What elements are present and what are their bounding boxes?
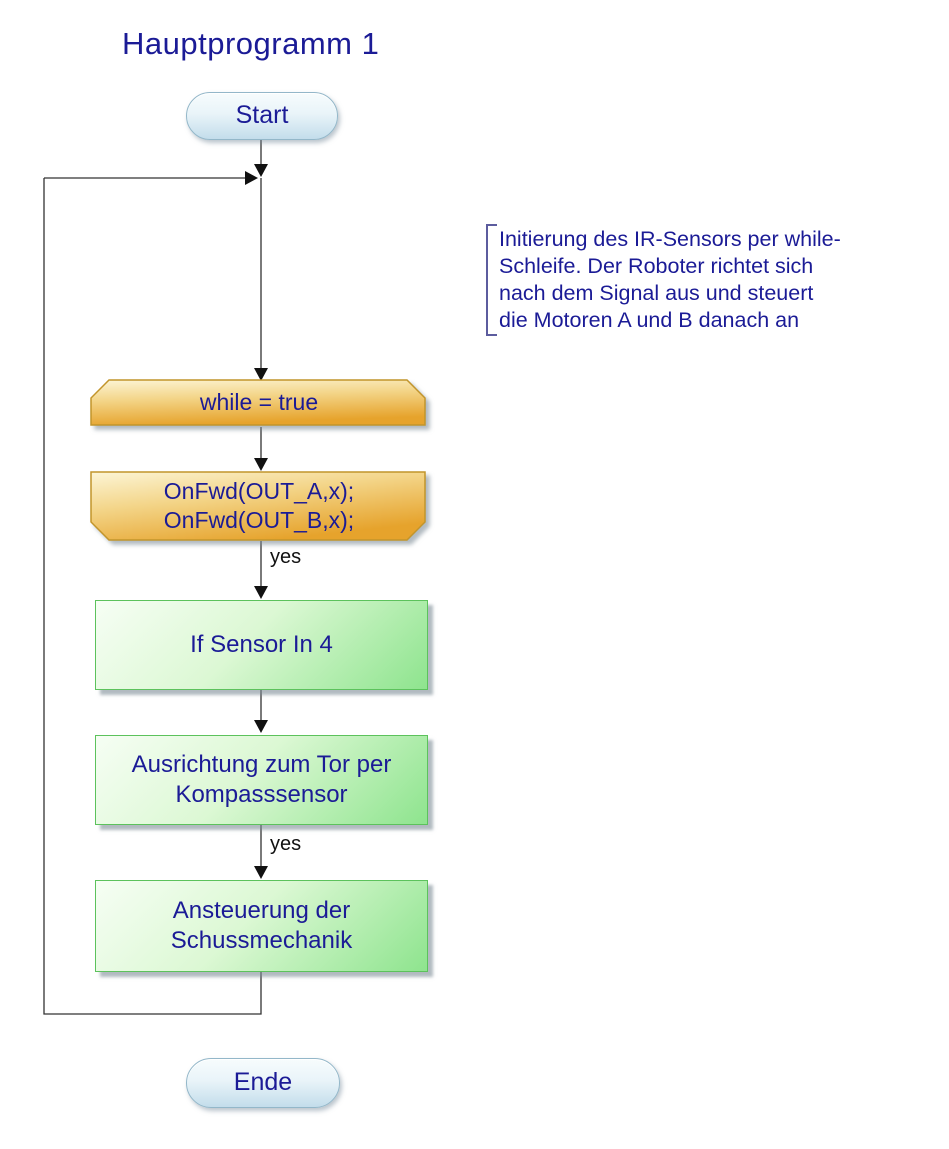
if-sensor-label: If Sensor In 4 [190, 631, 333, 658]
annotation-bracket [486, 224, 497, 336]
annotation-line-4: die Motoren A und B danach an [499, 308, 800, 332]
edge-label-yes-1: yes [270, 546, 302, 568]
end-node: Ende [186, 1058, 340, 1108]
start-node: Start [186, 92, 338, 140]
start-label: Start [235, 101, 289, 129]
arrowhead-right-junction [245, 171, 258, 185]
annotation-line-2: Schleife. Der Roboter richtet sich [499, 254, 814, 278]
while-loop-label: while = true [199, 389, 319, 415]
while-loop-node: while = true [91, 380, 427, 425]
ausrichtung-line1: Ausrichtung zum Tor per [131, 751, 392, 778]
arrowhead-down-onfwd [254, 458, 268, 471]
arrowhead-down-while [254, 368, 268, 381]
onfwd-node: OnFwd(OUT_A,x); OnFwd(OUT_B,x); [91, 472, 427, 540]
page-title: Hauptprogramm 1 [122, 26, 380, 61]
ansteuerung-node: Ansteuerung der Schussmechanik [95, 880, 428, 972]
arrowhead-down-junction [254, 164, 268, 177]
annotation-line-3: nach dem Signal aus und steuert [499, 281, 814, 305]
while-loop-node-shape [90, 379, 426, 426]
ansteuerung-line1: Ansteuerung der [172, 897, 351, 924]
arrowhead-down-ausrichtung [254, 720, 268, 733]
if-sensor-node: If Sensor In 4 [95, 600, 428, 690]
edge-label-yes-2: yes [270, 833, 302, 855]
onfwd-line2: OnFwd(OUT_B,x); [163, 507, 355, 533]
onfwd-line1: OnFwd(OUT_A,x); [163, 478, 355, 504]
annotation-line-1: Initierung des IR-Sensors per while- [499, 227, 841, 251]
ansteuerung-line2: Schussmechanik [170, 927, 353, 954]
loop-end-polygon [90, 471, 426, 541]
edge-loopback-path [43, 178, 262, 1015]
loop-start-polygon [90, 379, 426, 426]
arrowhead-down-ansteuerung [254, 866, 268, 879]
onfwd-node-shape [90, 471, 426, 541]
end-label: Ende [233, 1068, 293, 1096]
ausrichtung-node: Ausrichtung zum Tor per Kompasssensor [95, 735, 428, 825]
arrowhead-down-ifsensor [254, 586, 268, 599]
ausrichtung-line2: Kompasssensor [175, 781, 348, 808]
annotation-text: Initierung des IR-Sensors per while- Sch… [499, 226, 841, 334]
